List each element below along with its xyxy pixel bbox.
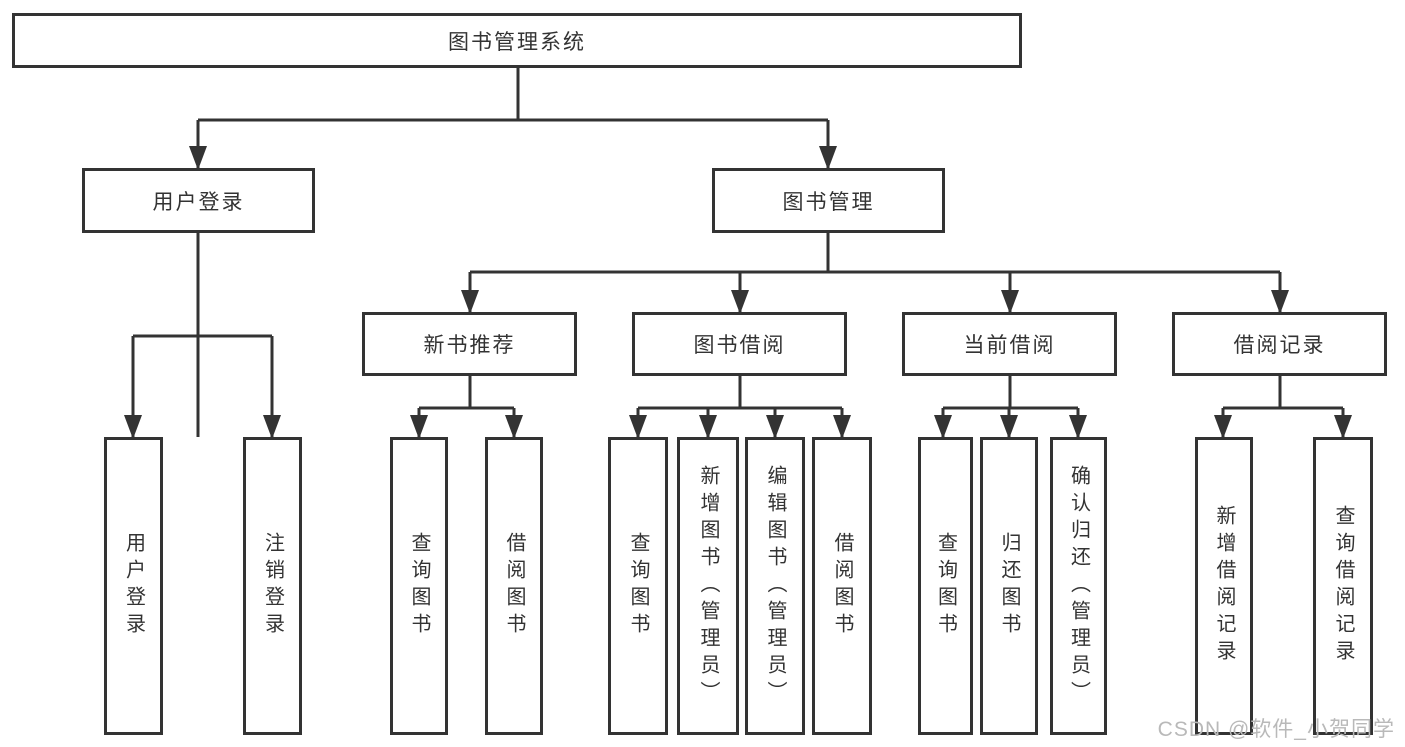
leaf-borrow-add-books-admin: 新增图书（管理员） bbox=[677, 437, 739, 735]
leaf-current-confirm-return-admin: 确认归还（管理员） bbox=[1050, 437, 1107, 735]
node-book-management: 图书管理 bbox=[712, 168, 945, 233]
connector-book-mgmt-children bbox=[468, 233, 1282, 312]
connector-borrow-children bbox=[636, 376, 844, 437]
leaf-logout: 注销登录 bbox=[243, 437, 302, 735]
leaf-borrow-borrow-books: 借阅图书 bbox=[812, 437, 872, 735]
node-user-login: 用户登录 bbox=[82, 168, 315, 233]
connector-new-rec-children bbox=[417, 376, 516, 437]
leaf-borrow-query-books: 查询图书 bbox=[608, 437, 668, 735]
csdn-watermark: CSDN @软件_小贺同学 bbox=[1157, 718, 1395, 741]
node-current-borrow: 当前借阅 bbox=[902, 312, 1117, 376]
leaf-recommend-borrow-books: 借阅图书 bbox=[485, 437, 543, 735]
node-borrow-records: 借阅记录 bbox=[1172, 312, 1387, 376]
arrowheads bbox=[124, 146, 1352, 439]
leaf-current-query-books: 查询图书 bbox=[918, 437, 973, 735]
node-book-borrow: 图书借阅 bbox=[632, 312, 847, 376]
leaf-borrow-edit-books-admin: 编辑图书（管理员） bbox=[745, 437, 805, 735]
connector-user-login-children bbox=[131, 233, 274, 437]
node-root: 图书管理系统 bbox=[12, 13, 1022, 68]
leaf-user-login: 用户登录 bbox=[104, 437, 163, 735]
leaf-recommend-query-books: 查询图书 bbox=[390, 437, 448, 735]
node-new-book-recommend: 新书推荐 bbox=[362, 312, 577, 376]
leaf-records-query-record: 查询借阅记录 bbox=[1313, 437, 1373, 735]
leaf-records-add-record: 新增借阅记录 bbox=[1195, 437, 1253, 735]
connector-root-to-level2 bbox=[196, 68, 830, 437]
connector-records-children bbox=[1221, 376, 1345, 437]
leaf-current-return-books: 归还图书 bbox=[980, 437, 1038, 735]
